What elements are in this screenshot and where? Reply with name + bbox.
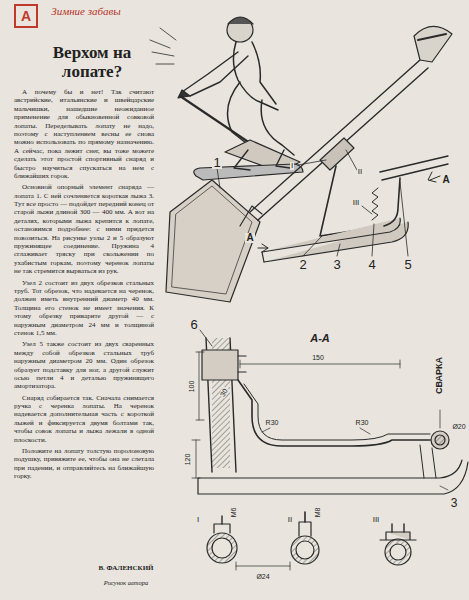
logo-box: А [14,4,38,28]
weld-note: СВАРКА [435,355,444,394]
detail-mark: III [352,199,361,207]
detail-mark: I [290,162,294,170]
body-paragraph: Снаряд собирается так. Сначала снимается… [14,394,154,444]
dimension: 120 [185,452,192,466]
detail-mark: II [287,516,293,524]
section-title: А-А [309,333,331,344]
shovel-assembly [166,26,452,302]
author-name: В. ФАЛЕНСКИЙ [98,565,153,572]
body-paragraph: А почему бы и нет! Так считают австрийск… [14,88,154,180]
body-paragraph: Узел 2 состоит из двух обрезков стальных… [14,279,154,338]
body-paragraph: Узел 5 также состоит из двух сваренных м… [14,340,154,390]
callout-number: 1 [212,156,221,169]
logo-letter: А [21,8,31,24]
dimension: Ø20 [451,423,466,430]
callout-number: 6 [189,318,198,331]
body-paragraph: Основной опорный элемент снаряда — лопат… [14,183,154,275]
section-a-a [192,330,468,494]
callout-number: 3 [450,497,459,509]
detail-sections [207,512,416,570]
article-title: Верхом на лопате? [30,44,154,81]
dimension: 100 [189,379,196,393]
detail-mark: III [372,516,381,524]
thread-size: М6 [230,506,237,518]
callout-number: 3 [332,258,341,271]
detail-mark: II [357,168,363,176]
body-paragraph: Положите на лопату толстую поролоновую п… [14,447,154,481]
dimension: R30 [355,419,370,426]
dimension: R30 [265,419,280,426]
section-mark: А [441,175,450,185]
thread-size: М8 [314,506,321,518]
section-header: Зимние забавы [51,6,121,17]
dimension: 150 [311,354,325,361]
section-mark: А [245,233,254,243]
callout-number: 4 [367,258,376,271]
dimension: Ø24 [255,573,270,580]
skier-figure [150,17,303,180]
callout-number: 2 [298,258,307,271]
illustration-credit: Рисунок автора [104,580,149,587]
detail-mark: I [196,516,200,524]
text-column: А почему бы и нет! Так считают австрийск… [14,88,154,484]
callout-number: 5 [403,258,412,271]
